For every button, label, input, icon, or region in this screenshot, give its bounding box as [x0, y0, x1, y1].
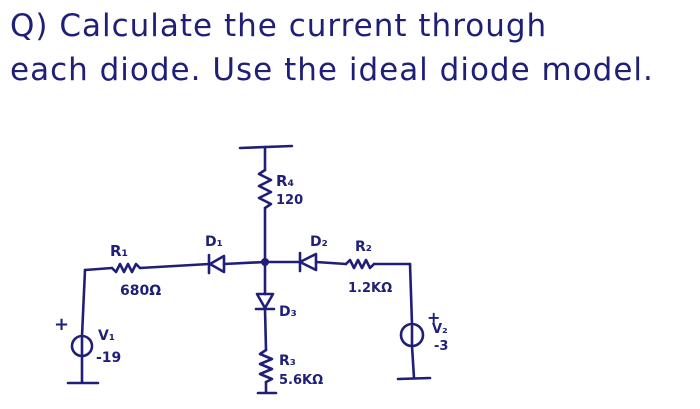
v2-ground-bar: [396, 376, 432, 381]
wire-r1-v1: [83, 266, 114, 272]
r2-label: R₂: [355, 239, 372, 255]
wire-v1-top: [80, 268, 87, 338]
wire-node-d1: [222, 260, 267, 266]
question-text: Q) Calculate the current through each di…: [10, 4, 695, 92]
r3-value: 5.6KΩ: [279, 373, 323, 388]
question-line-2: each diode. Use the ideal diode model.: [10, 52, 654, 88]
r4-value: 120: [276, 193, 303, 208]
r2-resistor: [344, 258, 376, 270]
d2-diode: [298, 252, 318, 272]
wire-v2-top: [408, 262, 414, 326]
r1-value: 680Ω: [120, 283, 161, 299]
v1-label: V₁: [98, 328, 115, 344]
wire-d3-r3: [263, 307, 268, 352]
question-line-1: Q) Calculate the current through: [10, 8, 548, 44]
r3-resistor: [258, 348, 274, 384]
r4-label: R₄: [276, 172, 294, 190]
wire-v2-bottom: [410, 344, 416, 380]
r2-value: 1.2KΩ: [348, 281, 392, 296]
r4-resistor: [257, 168, 273, 210]
d2-label: D₂: [310, 234, 328, 250]
r1-label: R₁: [110, 242, 128, 260]
wire-d1-r1: [138, 262, 211, 270]
v2-label: V₂: [432, 322, 448, 337]
d3-diode: [255, 292, 275, 310]
v1-plus-sign: +: [54, 314, 69, 335]
v1-value: -19: [96, 350, 121, 366]
d1-label: D₁: [205, 234, 223, 250]
d3-label: D₃: [279, 304, 297, 320]
r1-resistor: [110, 262, 142, 274]
v2-plus-sign: +: [427, 308, 440, 327]
r3-label: R₃: [279, 353, 296, 369]
d1-diode: [208, 254, 226, 274]
v2-value: -3: [434, 339, 448, 354]
wire-d2-r2: [314, 260, 348, 266]
